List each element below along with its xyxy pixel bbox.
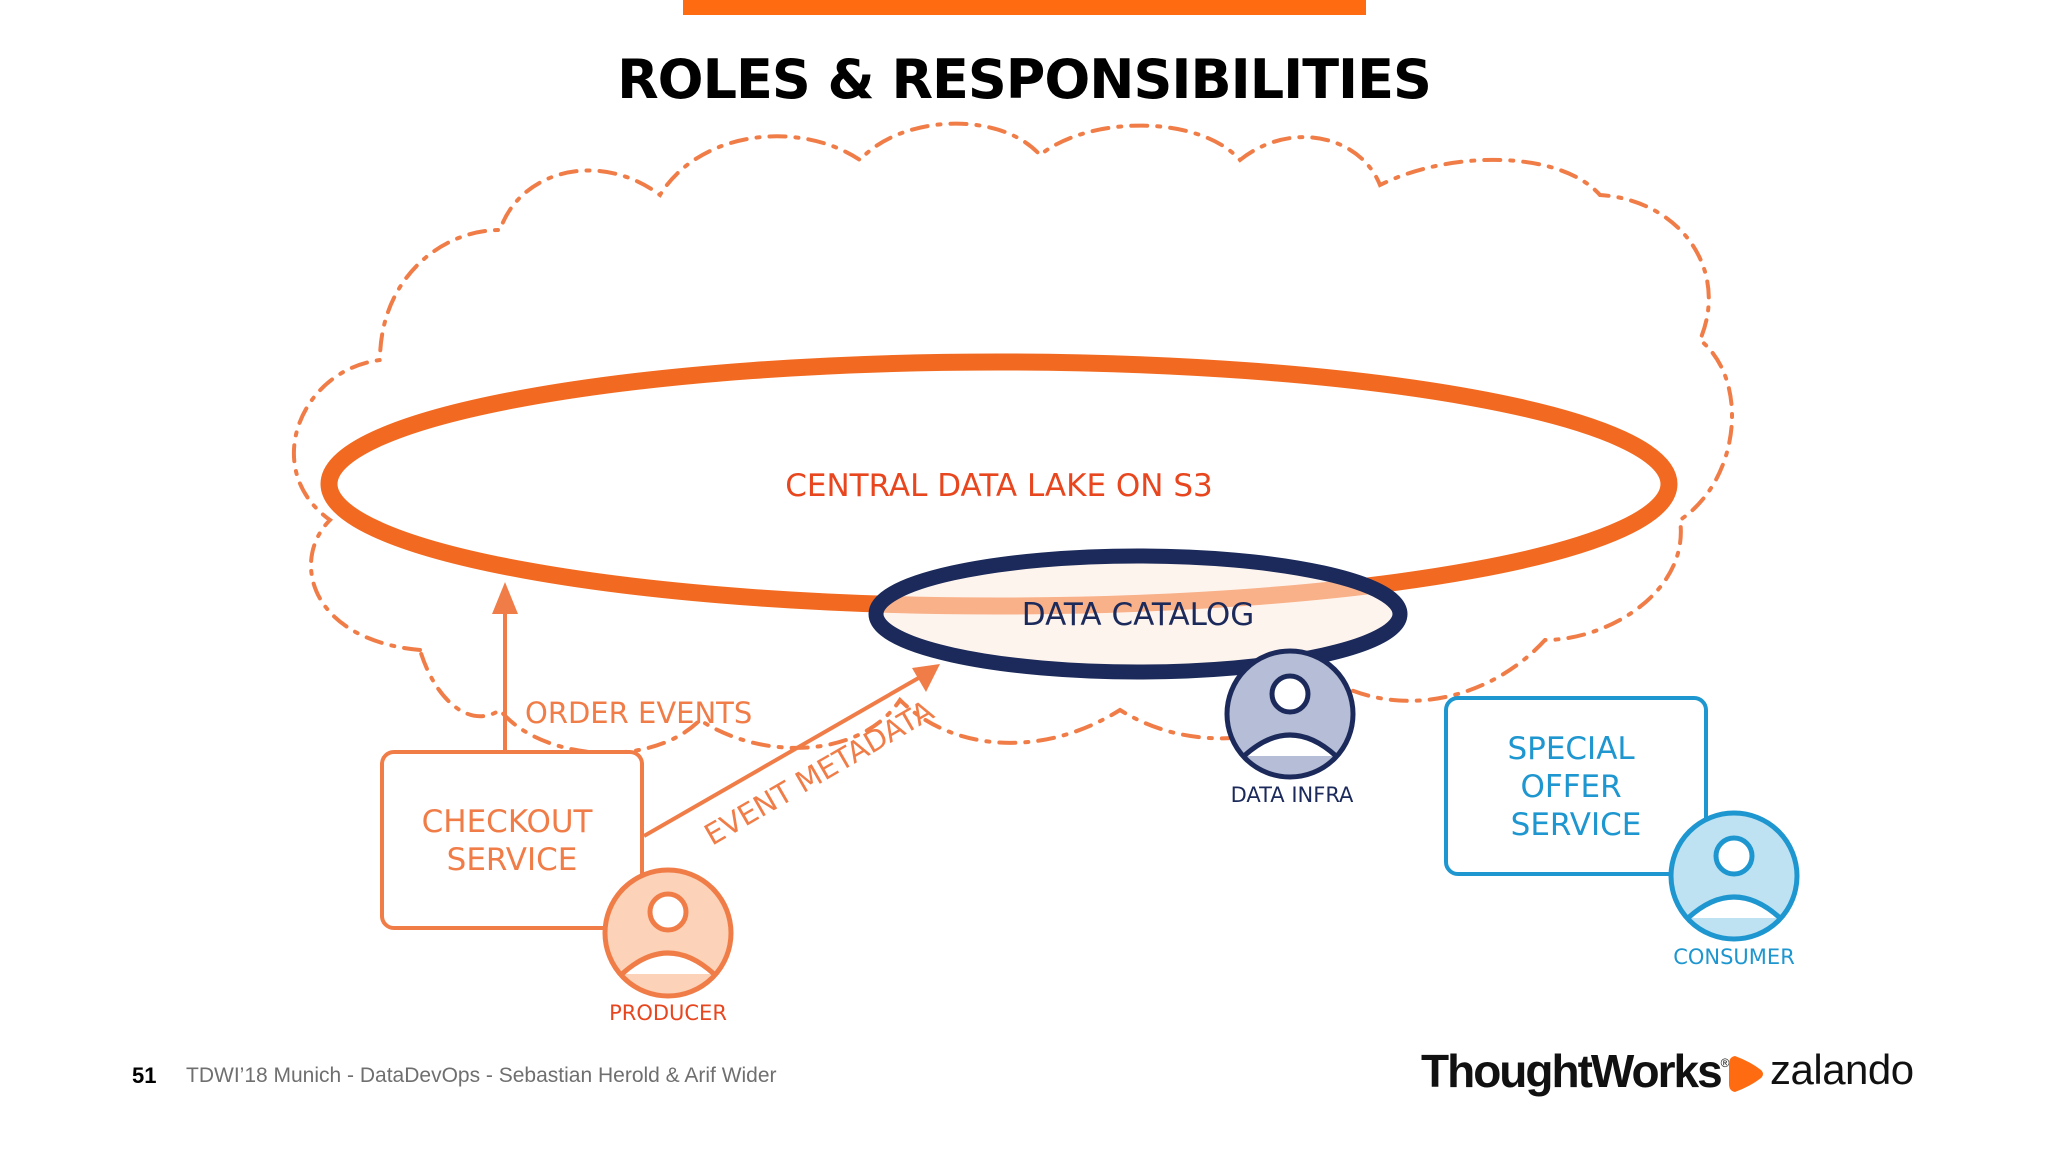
producer-role-label: PRODUCER bbox=[609, 1001, 727, 1025]
registered-mark: ® bbox=[1720, 1056, 1730, 1070]
data-infra-avatar bbox=[1224, 648, 1356, 780]
checkout-service-label: CHECKOUT SERVICE bbox=[422, 804, 603, 878]
slide-title: ROLES & RESPONSIBILITIES bbox=[617, 48, 1432, 111]
order-events-label: ORDER EVENTS bbox=[525, 696, 752, 730]
person-icon bbox=[1269, 673, 1311, 715]
thoughtworks-logo-text: ThoughtWorks bbox=[1421, 1045, 1723, 1097]
consumer-avatar bbox=[1668, 810, 1800, 942]
page-number: 51 bbox=[132, 1063, 157, 1088]
special-offer-service-box bbox=[1444, 696, 1708, 876]
data-infra-role-label: DATA INFRA bbox=[1231, 783, 1354, 807]
event-metadata-arrow bbox=[643, 674, 923, 838]
data-catalog-label: DATA CATALOG bbox=[1022, 597, 1255, 633]
special-offer-service-label-line2: OFFER bbox=[1520, 769, 1621, 805]
top-accent-bar bbox=[683, 0, 1366, 15]
person-icon bbox=[647, 891, 689, 933]
special-offer-service-label-line3: SERVICE bbox=[1511, 807, 1642, 843]
data-catalog-ring bbox=[868, 548, 1408, 680]
data-catalog-halo bbox=[876, 556, 1400, 672]
footer-caption: TDWI’18 Munich - DataDevOps - Sebastian … bbox=[186, 1064, 777, 1087]
checkout-service-box bbox=[380, 750, 644, 930]
event-metadata-arrowhead bbox=[912, 664, 940, 692]
zalando-logo: zalando bbox=[1770, 1046, 1914, 1093]
checkout-service-label-line2: SERVICE bbox=[447, 842, 578, 878]
consumer-role-label: CONSUMER bbox=[1673, 945, 1795, 969]
special-offer-service-label: SPECIAL OFFER SERVICE bbox=[1507, 731, 1644, 843]
central-data-lake-label: CENTRAL DATA LAKE ON S3 bbox=[785, 468, 1213, 504]
producer-avatar bbox=[602, 867, 734, 999]
checkout-service-label-line1: CHECKOUT bbox=[422, 804, 594, 840]
data-platform-cloud bbox=[291, 121, 1735, 755]
special-offer-service-label-line1: SPECIAL bbox=[1507, 731, 1635, 767]
zalando-play-icon bbox=[1729, 1056, 1763, 1092]
thoughtworks-logo: ThoughtWorks® bbox=[1421, 1044, 1730, 1098]
order-events-arrowhead bbox=[492, 582, 518, 614]
person-icon bbox=[1713, 835, 1755, 877]
